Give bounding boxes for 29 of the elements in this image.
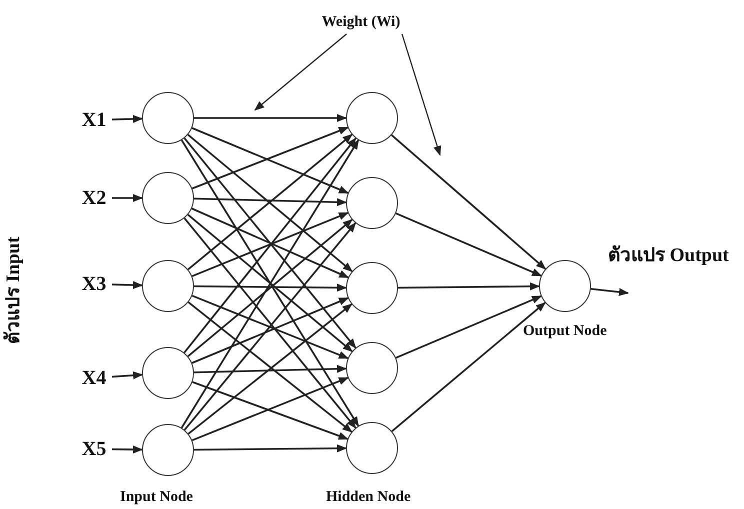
arrow — [112, 446, 143, 454]
leader-arrow — [401, 34, 442, 156]
arrow — [112, 281, 143, 290]
arrow — [194, 114, 347, 122]
input-variable-label: X4 — [76, 366, 112, 390]
arrow — [112, 194, 143, 202]
arrow — [194, 284, 347, 292]
input-axis-label: ตัวแปร Input — [2, 236, 25, 346]
arrow — [112, 371, 144, 380]
arrow — [590, 288, 629, 296]
node-caption: Output Node — [523, 322, 607, 341]
input-variable-label: X1 — [76, 108, 112, 132]
arrow — [112, 114, 143, 123]
input-variable-label: X2 — [76, 186, 112, 210]
output-label: ตัวแปร Output — [608, 244, 729, 268]
weight-label: Weight (Wi) — [305, 10, 417, 34]
arrow — [396, 295, 542, 359]
column-caption: Hidden Node — [326, 488, 411, 507]
arrow — [391, 134, 546, 270]
arrow — [194, 444, 347, 452]
input-variable-label: X3 — [76, 272, 112, 296]
leader-arrow — [254, 34, 347, 111]
arrow — [396, 212, 542, 277]
arrow — [398, 282, 540, 290]
input-variable-label: X5 — [76, 437, 112, 461]
arrow — [194, 198, 347, 206]
column-caption: Input Node — [120, 488, 193, 507]
arrow — [391, 302, 546, 432]
arrow — [194, 364, 347, 374]
